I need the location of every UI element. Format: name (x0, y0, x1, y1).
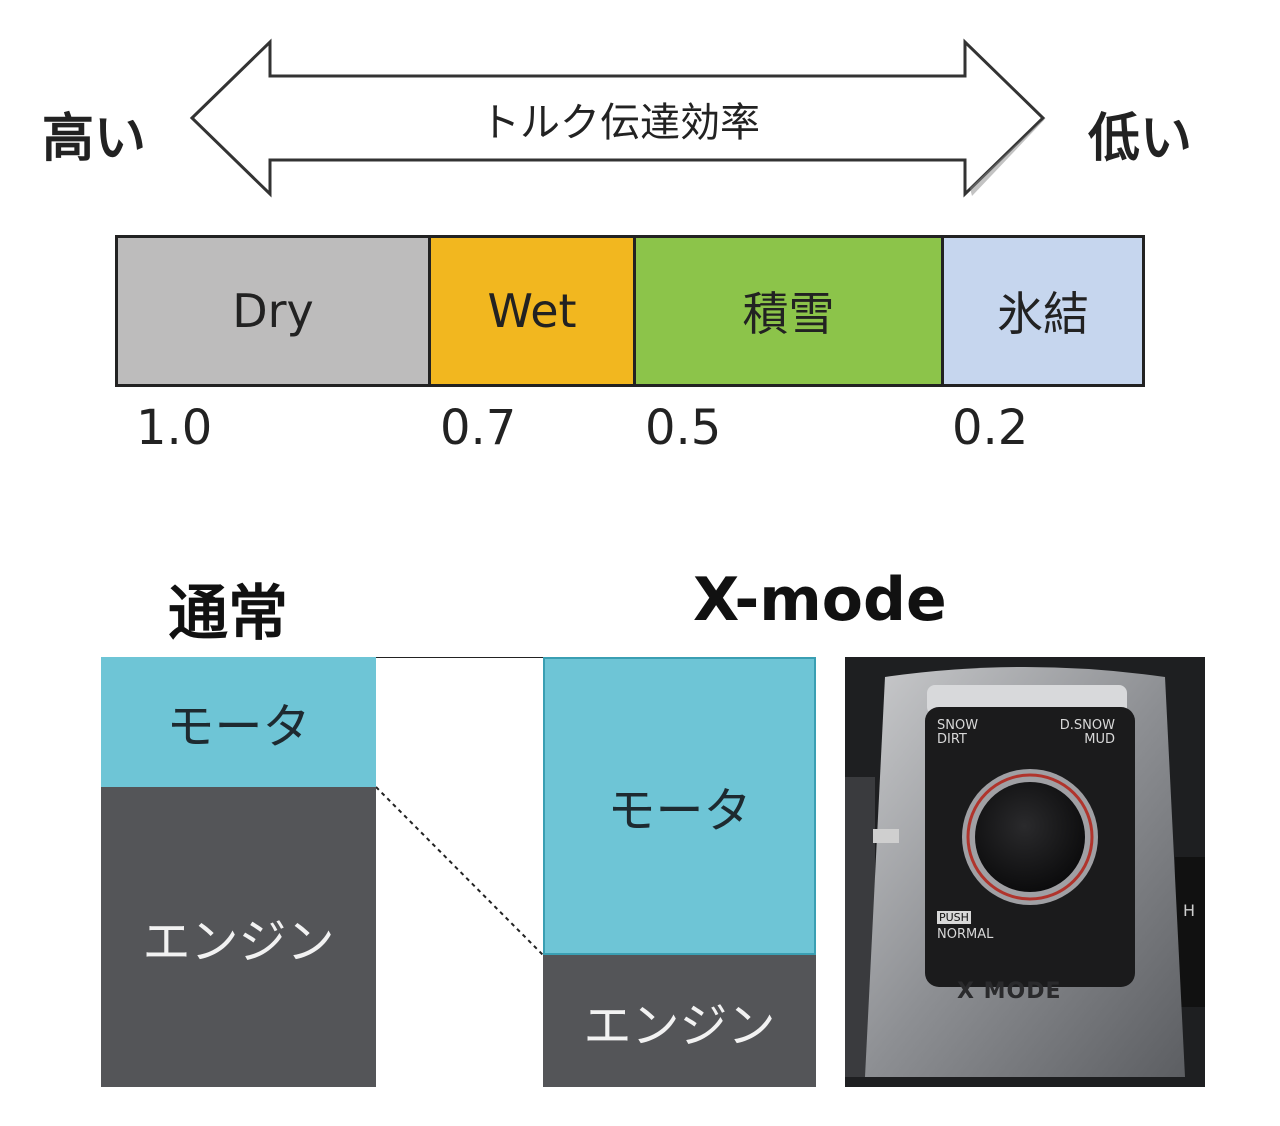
segment-ice-label: 氷結 (997, 287, 1089, 341)
dial-side-label: H (1183, 901, 1196, 920)
segment-snow: 積雪 (633, 238, 941, 384)
xmode-motor-label: モータ (607, 783, 752, 839)
xmode-engine-block: エンジン (543, 955, 816, 1087)
dial-dirt-text: DIRT (937, 732, 967, 747)
road-condition-scale: Dry Wet 積雪 氷結 (115, 235, 1145, 387)
dial-push-label: PUSH (937, 911, 971, 924)
xmode-dial-icon (845, 657, 1205, 1087)
low-label: 低い (1088, 109, 1193, 169)
tick-0-2: 0.2 (952, 400, 1029, 456)
connector-lines (376, 657, 543, 956)
segment-dry: Dry (118, 238, 428, 384)
normal-engine-block: エンジン (101, 787, 376, 1087)
dial-mud-text: MUD (1084, 732, 1115, 747)
tick-1-0: 1.0 (136, 400, 213, 456)
double-arrow-icon (189, 38, 1046, 198)
segment-snow-label: 積雪 (742, 287, 835, 341)
segment-dry-label: Dry (232, 284, 314, 338)
torque-efficiency-label: トルク伝達効率 (480, 100, 760, 146)
dial-top-right-label: D.SNOW MUD (1047, 719, 1115, 747)
normal-engine-label: エンジン (142, 914, 335, 970)
segment-wet-label: Wet (487, 284, 577, 338)
dial-normal-label: NORMAL (937, 927, 994, 942)
xmode-engine-label: エンジン (583, 998, 776, 1054)
normal-title: 通常 (168, 579, 288, 649)
dial-top-left-label: SNOW DIRT (937, 719, 978, 747)
tick-0-7: 0.7 (440, 400, 517, 456)
segment-wet: Wet (428, 238, 633, 384)
xmode-motor-block: モータ (543, 657, 816, 955)
dial-snow-text: SNOW (937, 718, 979, 733)
normal-motor-block: モータ (101, 657, 376, 787)
normal-motor-label: モータ (166, 699, 311, 755)
high-label: 高い (42, 109, 147, 169)
segment-ice: 氷結 (941, 238, 1142, 384)
xmode-logo: X MODE (957, 979, 1062, 1004)
tick-0-5: 0.5 (645, 400, 722, 456)
xmode-title: X-mode (693, 565, 947, 635)
xmode-dial-photo: SNOW DIRT D.SNOW MUD PUSH NORMAL X MODE … (845, 657, 1205, 1087)
dial-dsnow-text: D.SNOW (1059, 718, 1115, 733)
